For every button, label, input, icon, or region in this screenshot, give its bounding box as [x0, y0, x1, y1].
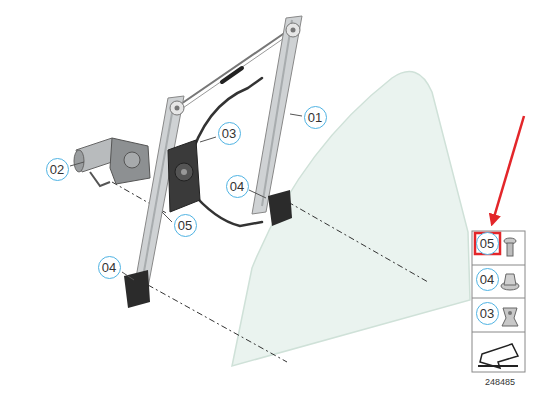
callout-number: 05: [174, 214, 197, 237]
callout-number: 04: [98, 256, 121, 279]
previous-page-icon: [478, 344, 518, 368]
callout-text: 04: [230, 180, 244, 193]
guide-rail: [286, 23, 300, 37]
callout-number: 01: [304, 106, 327, 129]
callout-number: 03: [218, 122, 241, 145]
legend-callout: 05: [476, 232, 499, 255]
bowden-cable: [188, 78, 262, 165]
guide-rail: [175, 106, 180, 111]
cable-drum: [168, 140, 200, 212]
mounting-line: [148, 285, 287, 362]
callout-text: 05: [480, 237, 494, 250]
cable-drum: [181, 169, 187, 175]
nut-icon: [504, 274, 516, 285]
screw-icon: [507, 243, 513, 256]
guide-rail: [140, 102, 174, 294]
drawing-number: 248485: [485, 377, 515, 387]
guide-rail: [262, 20, 292, 206]
callout-text: 03: [480, 307, 494, 320]
callout-number: 02: [46, 158, 69, 181]
window-motor: [74, 150, 84, 172]
guide-rail: [268, 190, 292, 226]
window-motor: [74, 138, 150, 186]
previous-page-icon: [478, 365, 518, 367]
previous-page-icon: [480, 344, 518, 368]
window-motor: [90, 172, 110, 186]
cable-drum: [175, 163, 193, 181]
bowden-cable: [222, 68, 242, 82]
parts-legend-strip: [472, 231, 525, 372]
callout-number: 04: [226, 175, 249, 198]
guide-rail: [170, 101, 184, 115]
red-pointer-arrow: [492, 116, 524, 224]
guide-rail: [291, 28, 296, 33]
parts-legend-strip: [472, 231, 525, 372]
leader-line: [70, 162, 84, 166]
clip-icon: [502, 308, 518, 326]
leader-line: [122, 272, 134, 280]
red-pointer-arrow: [492, 116, 524, 224]
leader-line: [290, 114, 302, 116]
callout-text: 01: [308, 111, 322, 124]
screw-icon: [504, 238, 516, 256]
clip-icon: [502, 308, 518, 326]
mounting-line: [288, 202, 428, 282]
window-motor: [124, 152, 140, 168]
guide-rail: [252, 16, 302, 214]
nut-icon: [501, 274, 519, 290]
bowden-cable: [190, 190, 262, 226]
callout-text: 05: [178, 219, 192, 232]
legend-callout: 03: [476, 302, 499, 325]
cable-drum: [168, 140, 200, 212]
clip-icon: [508, 311, 512, 315]
door-glass: [232, 72, 470, 366]
leader-line: [162, 212, 172, 222]
parts-legend-strip: [472, 265, 525, 332]
bowden-cable: [178, 32, 286, 106]
door-glass: [232, 72, 470, 366]
leader-line: [70, 114, 302, 280]
callout-text: 03: [222, 127, 236, 140]
callout-text: 02: [50, 163, 64, 176]
window-motor: [110, 138, 150, 184]
callout-text: 04: [480, 273, 494, 286]
callout-text: 04: [102, 261, 116, 274]
leader-line: [200, 137, 216, 142]
leader-line: [249, 190, 266, 198]
legend-callout: 04: [476, 268, 499, 291]
